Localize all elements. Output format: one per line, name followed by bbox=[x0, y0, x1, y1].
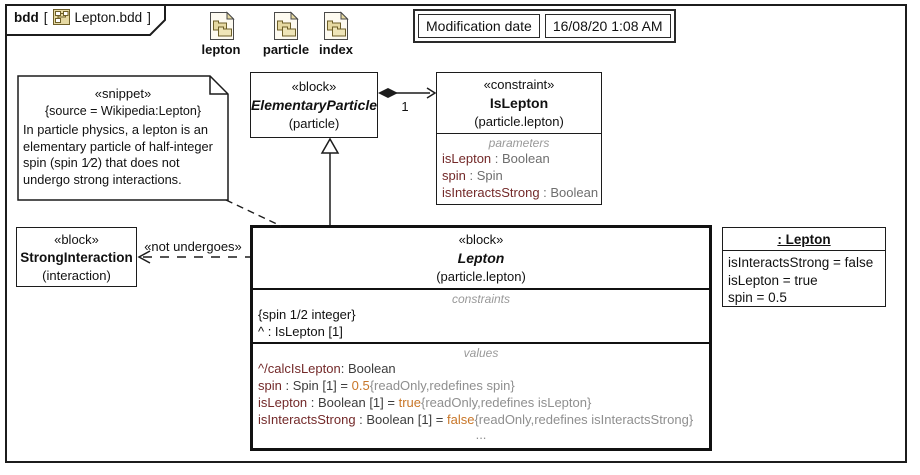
instance-title: : Lepton bbox=[777, 232, 831, 247]
modification-date-value: 16/08/20 1:08 AM bbox=[544, 14, 671, 38]
constraint-package: (particle.lepton) bbox=[474, 114, 564, 129]
snippet-body: In particle physics, a lepton is an elem… bbox=[23, 122, 213, 187]
block-lepton[interactable]: «block» Lepton (particle.lepton) constra… bbox=[250, 225, 712, 451]
shortcut-label-index[interactable]: index bbox=[319, 42, 353, 57]
stereotype: «block» bbox=[458, 232, 504, 247]
bdd-diagram-icon bbox=[52, 9, 70, 25]
package-icon-lepton[interactable] bbox=[207, 11, 237, 41]
parameter: spin : Spin bbox=[442, 168, 503, 183]
block-name: StrongInteraction bbox=[20, 249, 133, 265]
constraints-compartment: constraints {spin 1/2 integer} ^ : IsLep… bbox=[253, 288, 709, 342]
association-multiplicity[interactable]: 1 bbox=[401, 99, 409, 114]
parameters-compartment: parameters isLepton : Boolean spin : Spi… bbox=[437, 133, 601, 204]
compartment-header: constraints bbox=[451, 292, 511, 306]
constraint-name: IsLepton bbox=[489, 95, 549, 111]
package-icon-particle[interactable] bbox=[271, 11, 301, 41]
constraint-is-lepton[interactable]: «constraint» IsLepton (particle.lepton) … bbox=[436, 72, 602, 205]
snippet-stereotype: «snippet» bbox=[94, 86, 152, 101]
frame-tab-label[interactable]: bdd [ Lepton.bdd ] bbox=[14, 9, 151, 25]
value-property: spin : Spin [1] = 0.5{readOnly,redefines… bbox=[258, 378, 515, 393]
snippet-source: {source = Wikipedia:Lepton} bbox=[44, 104, 201, 118]
constraint-item: {spin 1/2 integer} bbox=[258, 307, 356, 322]
bracket-open: [ bbox=[43, 9, 48, 25]
diagram-name: Lepton.bdd bbox=[74, 9, 143, 25]
bracket-close: ] bbox=[147, 9, 151, 25]
block-strong-interaction[interactable]: «block» StrongInteraction (interaction) bbox=[16, 227, 137, 287]
value-property: ^/calcIsLepton: Boolean bbox=[258, 361, 396, 376]
value-property: isLepton : Boolean [1] = true{readOnly,r… bbox=[258, 395, 592, 410]
package-icon-index[interactable] bbox=[321, 11, 351, 41]
compartment-header: values bbox=[463, 346, 499, 360]
parameter: isInteractsStrong : Boolean bbox=[442, 185, 599, 200]
block-package: (interaction) bbox=[42, 267, 111, 283]
block-name: ElementaryParticle bbox=[250, 97, 378, 113]
compartment-header: parameters bbox=[488, 136, 550, 150]
block-name: Lepton bbox=[457, 250, 505, 266]
values-compartment: values ^/calcIsLepton: Boolean spin : Sp… bbox=[253, 342, 709, 448]
instance-lepton[interactable]: : Lepton isInteractsStrong = false isLep… bbox=[722, 227, 886, 307]
snippet-note[interactable] bbox=[17, 75, 229, 201]
modification-date-widget: Modification date 16/08/20 1:08 AM bbox=[413, 9, 676, 43]
value-property: isInteractsStrong : Boolean [1] = false{… bbox=[258, 412, 694, 427]
frame-tab[interactable] bbox=[5, 4, 167, 36]
slot: isInteractsStrong = false bbox=[728, 255, 874, 270]
stereotype: «block» bbox=[54, 231, 99, 247]
slot: isLepton = true bbox=[728, 272, 818, 288]
constraint-name-compartment: «constraint» IsLepton (particle.lepton) bbox=[437, 73, 601, 133]
shortcut-label-particle[interactable]: particle bbox=[262, 42, 310, 57]
diagram-kind-label: bdd bbox=[14, 9, 39, 25]
block-package: (particle) bbox=[288, 116, 340, 131]
block-elementary-particle[interactable]: «block» ElementaryParticle (particle) bbox=[250, 72, 378, 138]
values-ellipsis: ... bbox=[475, 427, 487, 442]
stereotype: «block» bbox=[291, 79, 337, 94]
slot: spin = 0.5 bbox=[728, 290, 787, 305]
snippet-note-content: «snippet» {source = Wikipedia:Lepton} In… bbox=[17, 86, 229, 188]
stereotype: «constraint» bbox=[483, 77, 555, 92]
shortcut-label-lepton[interactable]: lepton bbox=[201, 42, 241, 57]
block-name-compartment: «block» Lepton (particle.lepton) bbox=[253, 228, 709, 288]
block-package: (particle.lepton) bbox=[436, 269, 526, 284]
not-undergoes-label[interactable]: «not undergoes» bbox=[144, 239, 242, 254]
constraint-item: ^ : IsLepton [1] bbox=[258, 324, 343, 339]
parameter: isLepton : Boolean bbox=[442, 151, 550, 166]
modification-date-label: Modification date bbox=[418, 14, 540, 38]
instance-slots: isInteractsStrong = false isLepton = tru… bbox=[723, 250, 885, 307]
diagram-frame bbox=[5, 4, 907, 463]
